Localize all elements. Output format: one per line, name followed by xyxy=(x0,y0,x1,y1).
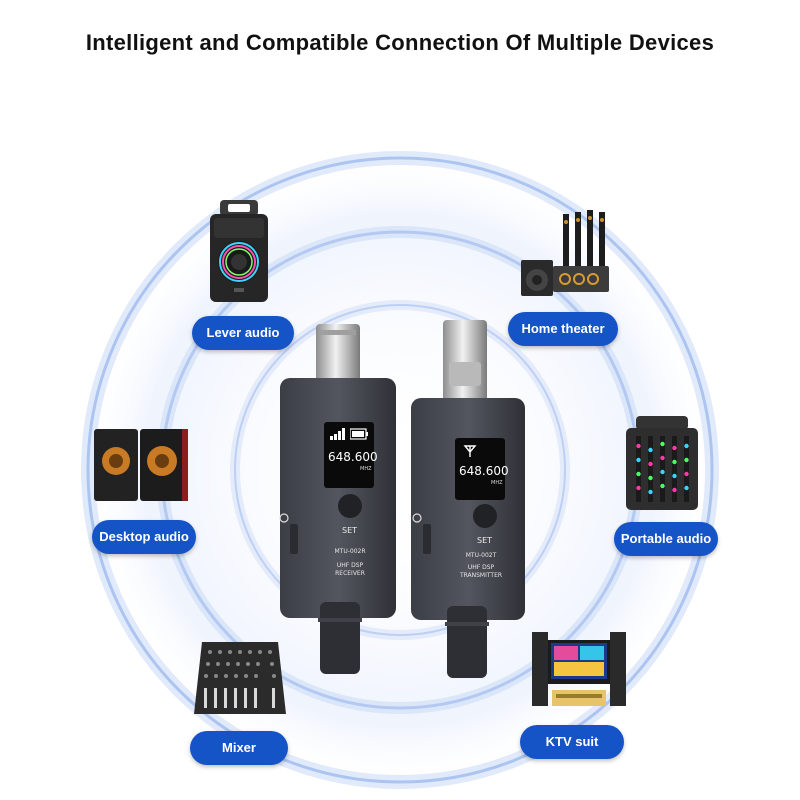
transmitter-line1: UHF DSP xyxy=(467,564,495,571)
portable-speaker-image xyxy=(622,416,702,512)
receiver-unit: 648.600 MHZ SET MTU-002R UHF DSP RECEIVE… xyxy=(270,322,410,687)
receiver-line1: UHF DSP xyxy=(336,562,364,569)
transmitter-set-label: SET xyxy=(477,536,493,545)
desktop-speakers-image xyxy=(92,425,190,505)
page-title: Intelligent and Compatible Connection Of… xyxy=(85,30,715,55)
receiver-set-label: SET xyxy=(342,526,358,535)
antenna-icon xyxy=(463,445,477,457)
transmitter-unit-label: MHZ xyxy=(491,480,503,486)
ktv-suit-label: KTV suit xyxy=(520,725,624,759)
receiver-line2: RECEIVER xyxy=(335,570,365,577)
lever-audio-label: Lever audio xyxy=(192,316,294,350)
desktop-audio-label: Desktop audio xyxy=(92,520,196,554)
transmitter-frequency: 648.600 xyxy=(459,464,509,478)
transmitter-model: MTU-002T xyxy=(465,552,497,559)
battery-icon xyxy=(350,428,368,440)
transmitter-line2: TRANSMITTER xyxy=(459,572,503,579)
receiver-model: MTU-002R xyxy=(334,548,366,555)
party-speaker-image xyxy=(206,200,272,305)
receiver-frequency: 648.600 xyxy=(328,450,378,464)
home-theater-image xyxy=(519,208,611,298)
receiver-unit-label: MHZ xyxy=(360,466,372,472)
home-theater-label: Home theater xyxy=(508,312,618,346)
transmitter-unit: 648.600 MHZ SET MTU-002T UHF DSP TRANSMI… xyxy=(405,318,545,687)
mixer-image xyxy=(192,638,288,718)
portable-audio-label: Portable audio xyxy=(614,522,718,556)
mixer-label: Mixer xyxy=(190,731,288,765)
signal-icon xyxy=(330,428,345,440)
ktv-system-image xyxy=(530,630,628,718)
